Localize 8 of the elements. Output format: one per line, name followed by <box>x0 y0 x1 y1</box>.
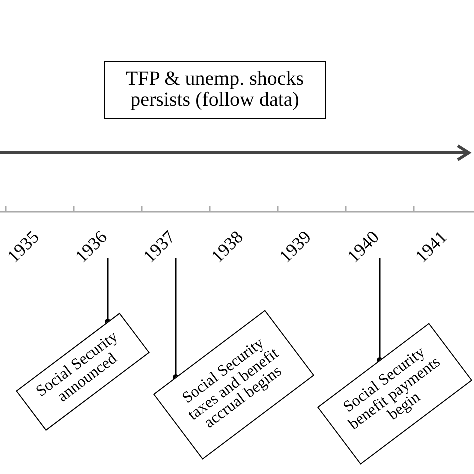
leader-line <box>105 258 111 325</box>
year-label: 1939 <box>274 226 316 269</box>
year-label: 1940 <box>334 226 384 276</box>
text-box <box>104 61 326 119</box>
leader-line <box>173 258 179 380</box>
year-label: 1941 <box>410 226 452 269</box>
leader-line <box>377 258 383 364</box>
event-text: TFP & unemp. shocks persists (follow data) <box>124 69 306 111</box>
